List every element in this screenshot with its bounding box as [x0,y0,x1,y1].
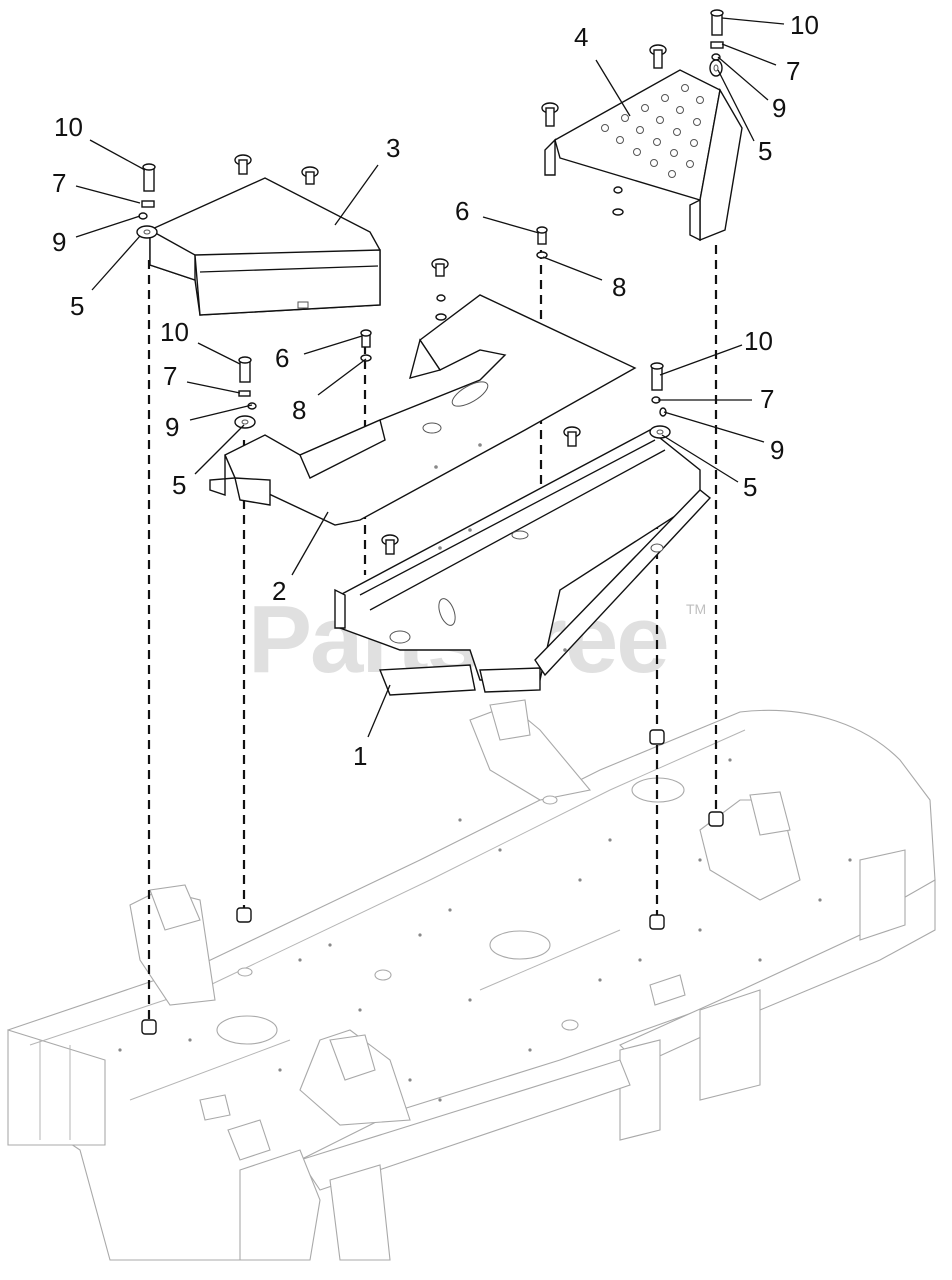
callout-10: 10 [54,112,83,142]
callout-10: 10 [744,326,773,356]
part-4-perforated-plate [541,44,743,242]
callout-7: 7 [786,56,800,86]
callout-7: 7 [52,168,66,198]
leader-lines [75,17,785,738]
callout-8: 8 [292,395,306,425]
callout-7: 7 [163,361,177,391]
mower-deck [7,699,936,1261]
callout-6: 6 [275,343,289,373]
callout-10: 10 [790,10,819,40]
part-3-left-cover [149,154,449,321]
callout-5: 5 [172,470,186,500]
callout-1: 1 [353,741,367,771]
watermark-trademark: TM [686,601,706,617]
deck-bushings [141,729,724,1035]
callout-2: 2 [272,576,286,606]
callout-5: 5 [70,291,84,321]
callout-10: 10 [160,317,189,347]
callout-9: 9 [772,93,786,123]
callout-5: 5 [743,472,757,502]
callout-9: 9 [770,435,784,465]
callout-6: 6 [455,196,469,226]
callout-4: 4 [574,22,588,52]
part-2-mid-plate [209,294,637,526]
callout-9: 9 [165,412,179,442]
hardware-stacks [136,9,724,439]
callout-7: 7 [760,384,774,414]
part-1-lower-bracket [334,429,712,696]
callout-labels: 10 7 9 5 3 10 7 9 5 6 8 2 1 6 8 4 10 7 9… [52,10,819,771]
callout-5: 5 [758,136,772,166]
callout-8: 8 [612,272,626,302]
callout-9: 9 [52,227,66,257]
callout-3: 3 [386,133,400,163]
